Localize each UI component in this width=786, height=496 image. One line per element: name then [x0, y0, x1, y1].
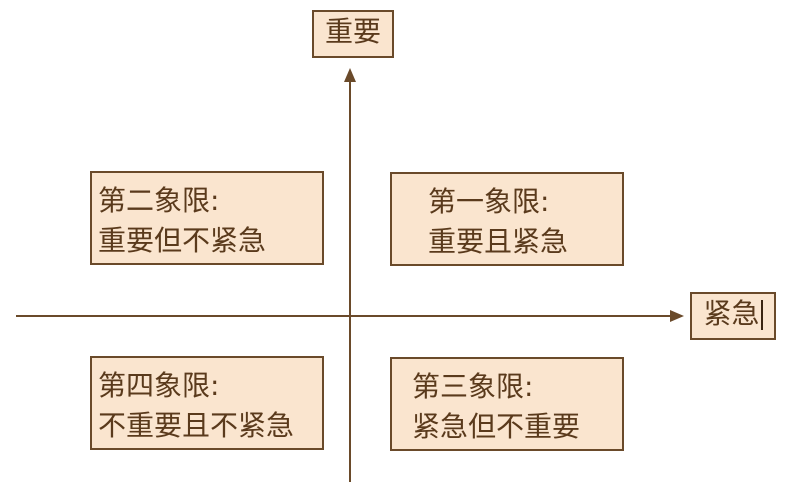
- quadrant-4-desc: 不重要且不紧急: [98, 409, 295, 442]
- quadrant-1-title: 第一象限:: [428, 185, 550, 218]
- x-axis-arrow: [670, 310, 684, 322]
- y-axis-label-text: 重要: [324, 15, 381, 48]
- y-axis-arrow: [344, 68, 356, 82]
- quadrant-4-title: 第四象限:: [98, 369, 220, 402]
- x-axis-label-text: 紧急: [703, 297, 760, 330]
- quadrant-2-desc: 重要但不紧急: [98, 224, 267, 257]
- quadrant-2-box: 第二象限: 重要但不紧急: [90, 171, 324, 265]
- quadrant-2-title: 第二象限:: [98, 184, 220, 217]
- quadrant-3-desc: 紧急但不重要: [412, 410, 581, 443]
- quadrant-1-box: 第一象限: 重要且紧急: [390, 172, 624, 266]
- quadrant-3-title: 第三象限:: [412, 370, 534, 403]
- quadrant-3-box: 第三象限: 紧急但不重要: [390, 357, 624, 451]
- quadrant-1-desc: 重要且紧急: [428, 225, 569, 258]
- x-axis-label[interactable]: 紧急: [690, 292, 776, 340]
- text-cursor: [760, 300, 763, 330]
- y-axis-label: 重要: [312, 10, 394, 58]
- quadrant-4-box: 第四象限: 不重要且不紧急: [90, 356, 324, 450]
